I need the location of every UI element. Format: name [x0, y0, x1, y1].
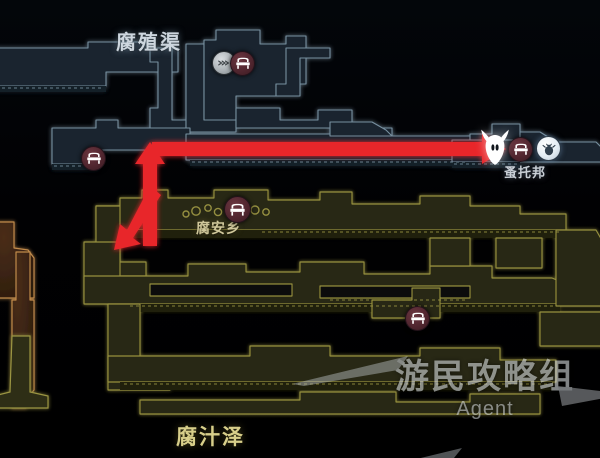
bench-pin-upper-left[interactable] — [81, 146, 106, 171]
bench-pin-fleatopia[interactable] — [508, 137, 533, 162]
arrow-east — [152, 134, 506, 164]
bench-icon — [230, 203, 245, 216]
bench-pin-upper-right[interactable] — [230, 51, 255, 76]
region-left-structure-base — [0, 335, 49, 409]
region-rot-marsh — [83, 189, 600, 415]
bench-icon — [410, 312, 425, 324]
bench-icon — [86, 152, 101, 164]
route-arrows — [114, 134, 506, 250]
bench-pin-lower-right[interactable] — [405, 306, 430, 331]
region-upper-serrated-edges — [0, 87, 518, 167]
bench-icon — [513, 143, 528, 155]
player-marker-icon — [479, 128, 511, 171]
region-lower-serrated-edges — [124, 231, 560, 385]
bug-icon — [541, 142, 556, 155]
flea-npc-pin[interactable] — [536, 136, 561, 161]
bench-icon — [235, 57, 250, 69]
arrow-southwest — [114, 186, 161, 250]
tram-icon — [218, 60, 230, 66]
rot-village-ornament — [182, 204, 270, 218]
bench-pin-rot-village[interactable] — [224, 196, 251, 223]
